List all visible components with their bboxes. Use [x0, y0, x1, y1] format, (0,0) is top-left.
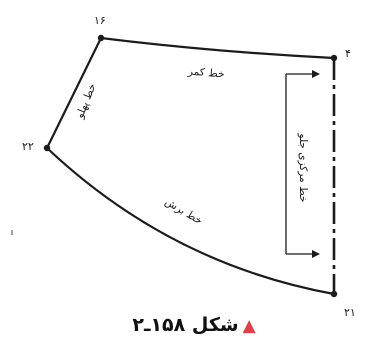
figure-caption: ▲شکل ۱۵۸ـ۲: [104, 314, 284, 336]
fold-arrow: [285, 73, 312, 255]
point-16-dot: [97, 34, 105, 42]
waist-line: [100, 36, 335, 60]
hip-line: [46, 37, 102, 149]
point-21-dot: [330, 290, 338, 298]
point-4-dot: [330, 54, 338, 62]
cut-line: [46, 147, 335, 296]
point-21-label: ۲۱: [344, 306, 356, 319]
point-4-label: ۴: [345, 47, 351, 60]
cut-line-label: خط برش: [163, 196, 205, 228]
arrow-head-bottom: [312, 250, 320, 258]
arrow-head-top: [312, 70, 320, 78]
waist-line-label: خط کمر: [186, 65, 225, 80]
center-front-label: خط مرکزی جلو: [297, 133, 309, 203]
point-16-label: ۱۶: [94, 14, 106, 27]
point-22-label: ۲۲: [22, 140, 34, 153]
caption-prefix: شکل: [191, 314, 239, 336]
caption-number: ۱۵۸ـ۲: [132, 314, 186, 336]
caption-marker-icon: ▲: [242, 316, 256, 336]
point-22-dot: [43, 144, 51, 152]
